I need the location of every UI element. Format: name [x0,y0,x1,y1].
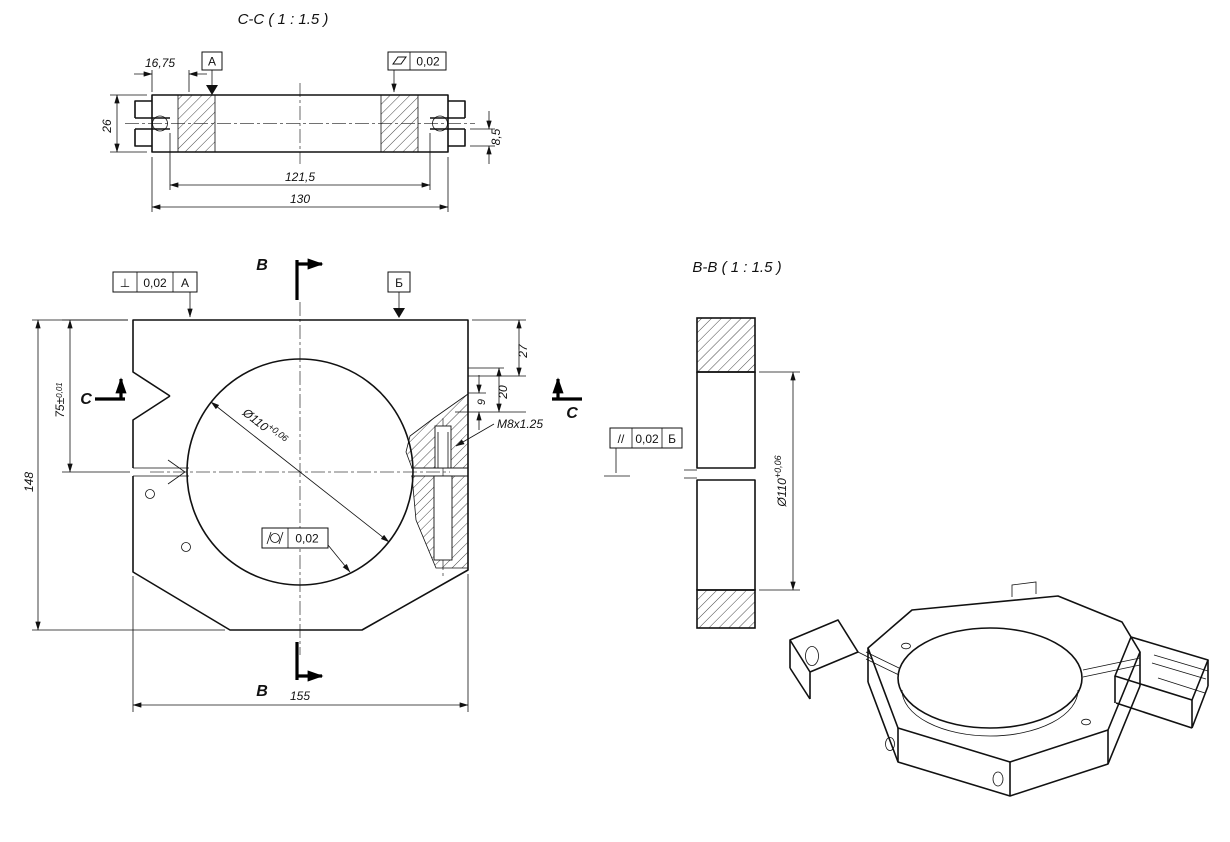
dim-8-5: 8,5 [489,128,503,145]
split-gap-ticks [684,469,697,479]
cylindricity-icon [266,531,284,545]
part-body-outline [151,94,449,153]
iso-bottom-edges [867,681,1141,797]
iso-bore-inner-wall [901,689,1079,737]
section-cc-title: C-C ( 1 : 1.5 ) [238,11,329,28]
frame-divider [631,428,663,448]
dia-tolerance: +0,06 [773,455,783,478]
cylindricity-frame [261,527,329,549]
dim-130: 130 [290,192,310,206]
small-hole [181,542,191,552]
cylindricity-leader [327,544,351,573]
iso-right-tab-top [1114,636,1209,701]
section-b-label-bottom: B [256,683,268,700]
perpendicularity-frame [112,271,198,293]
ext-lines [151,157,449,212]
bore-wall-lower [696,479,756,591]
ext-lines [169,133,431,190]
iso-right-tab-sides [1114,660,1209,729]
dim-75-value: 75± [53,397,67,417]
iso-back-notch [1011,581,1037,597]
ext-lines [132,574,469,712]
centerline [150,302,450,655]
dim-16-75: 16,75 [145,56,175,70]
dia-dimension: Ø110+0,06 [773,455,789,507]
perpendicularity-icon: ⊥ [120,276,130,290]
frame-divider [136,272,174,292]
dia-value: Ø110 [775,478,789,508]
hatch-bottom [696,589,756,629]
dia-dimension: Ø110+0,06 [239,403,290,448]
cylindricity-value: 0,02 [295,532,319,546]
perpendicularity-datum: A [181,276,189,290]
datum-a-label: A [208,55,216,69]
parallelism-datum: Б [668,432,676,446]
perpendicularity-value: 0,02 [143,276,167,290]
iso-left-tab [789,619,859,700]
thread-callout: M8x1.25 [497,417,543,431]
view-section-bb: B-B ( 1 : 1.5 ) // 0,02 Б Ø110+0,06 [604,259,800,629]
parallelism-icon: // [618,432,625,446]
tapped-hole [434,425,452,469]
dia-dim-line [210,401,390,543]
iso-front-hole [992,771,1004,787]
ext-lines [62,319,130,473]
relief-groove [167,459,186,485]
right-fork-slot [430,100,466,147]
parallelism-value: 0,02 [635,432,659,446]
dim-75-tolerance: 0,01 [55,382,64,398]
left-pin-hole [152,115,168,132]
part-outline [132,319,469,631]
datum-a-triangle-icon [206,85,218,95]
dim-155: 155 [290,689,310,703]
dim-9: 9 [476,399,488,405]
datum-b-label: Б [395,276,403,290]
hatch-top [696,317,756,373]
section-c-label-left: C [80,391,92,408]
iso-top-face [867,595,1141,763]
view-isometric [789,581,1209,797]
iso-right-tab-slot [1151,654,1209,694]
left-fork-slot [134,100,170,147]
dim-75: 75±0,01 [53,382,67,418]
iso-top-hole [1081,718,1091,726]
iso-vertical-edges [867,648,1141,796]
section-c-label-right: C [566,405,578,422]
datum-b-triangle-icon [393,308,405,318]
dim-148: 148 [22,472,36,492]
dim-20: 20 [496,385,510,400]
flatness-value: 0,02 [416,55,440,69]
iso-top-hole [901,642,911,650]
bore-circle [186,358,414,586]
hatch-left [177,94,216,153]
iso-side-hole [885,737,895,751]
bore-wall-upper [696,371,756,469]
section-bb-title: B-B ( 1 : 1.5 ) [692,259,781,276]
iso-left-tab-hole [805,646,819,666]
view-section-cc: C-C ( 1 : 1.5 ) A 0,02 16,75 26 [100,11,503,212]
right-pin-hole [432,115,448,132]
parallelism-frame [609,427,683,449]
ext-lines [32,319,225,631]
iso-left-tab-join [857,651,873,660]
view-front: Ø110+0,06 0,02 ⊥ 0,02 A Б B B C [22,257,582,712]
flatness-icon [392,56,407,65]
split-gap-lines [133,467,468,477]
dim-27: 27 [516,343,530,359]
iso-split-slots [865,651,1141,678]
clearance-hole [433,475,453,561]
small-hole [145,489,155,499]
hatch-right [380,94,419,153]
thread-lines [437,432,449,468]
dia-tolerance: +0,06 [266,422,290,444]
section-b-label-top: B [256,257,268,274]
dia-value: Ø110 [239,405,271,434]
dim-121-5: 121,5 [285,170,315,184]
dim-26: 26 [100,119,114,134]
iso-bore-top [897,627,1083,729]
thread-leader [455,423,495,447]
ext-lines [151,70,190,92]
